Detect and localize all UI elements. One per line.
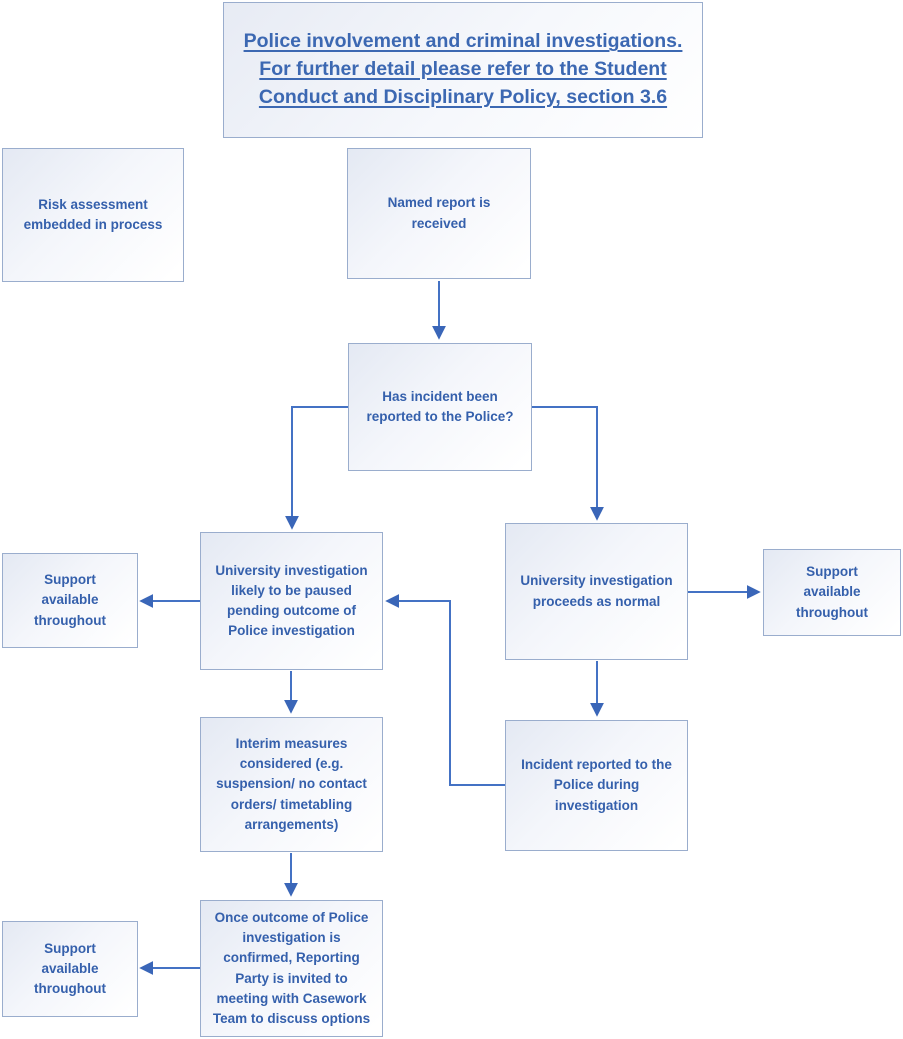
node-investigation-paused: University investigation likely to be pa… xyxy=(200,532,383,670)
node-interim-measures: Interim measures considered (e.g. suspen… xyxy=(200,717,383,852)
connector-incidentduring-to-paused xyxy=(385,594,505,786)
node-investigation-proceeds: University investigation proceeds as nor… xyxy=(505,523,688,660)
node-label: Named report is received xyxy=(387,195,491,231)
node-has-incident-been-reported: Has incident been reported to the Police… xyxy=(348,343,532,471)
title-box: Police involvement and criminal investig… xyxy=(223,2,703,138)
node-label: Interim measures considered (e.g. suspen… xyxy=(216,735,367,832)
connector-hasincident-to-paused xyxy=(285,406,348,530)
node-support-available-right: Support available throughout xyxy=(763,549,901,636)
node-label: Once outcome of Police investigation is … xyxy=(212,909,371,1026)
node-support-available-left: Support available throughout xyxy=(2,553,138,648)
node-label: Incident reported to the Police during i… xyxy=(521,757,672,813)
diagram-title: Police involvement and criminal investig… xyxy=(243,30,683,108)
node-risk-assessment: Risk assessment embedded in process xyxy=(2,148,184,282)
node-incident-reported-during: Incident reported to the Police during i… xyxy=(505,720,688,851)
connector-hasincident-to-proceeds xyxy=(532,406,604,521)
node-label: Support available throughout xyxy=(34,572,106,628)
node-once-outcome-confirmed: Once outcome of Police investigation is … xyxy=(200,900,383,1037)
node-label: University investigation likely to be pa… xyxy=(215,562,368,639)
node-label: Support available throughout xyxy=(796,564,868,620)
node-support-available-bottom: Support available throughout xyxy=(2,921,138,1017)
node-label: Has incident been reported to the Police… xyxy=(366,388,514,424)
node-label: Risk assessment embedded in process xyxy=(23,196,163,232)
node-label: University investigation proceeds as nor… xyxy=(520,573,673,609)
node-label: Support available throughout xyxy=(34,940,106,997)
node-named-report: Named report is received xyxy=(347,148,531,279)
